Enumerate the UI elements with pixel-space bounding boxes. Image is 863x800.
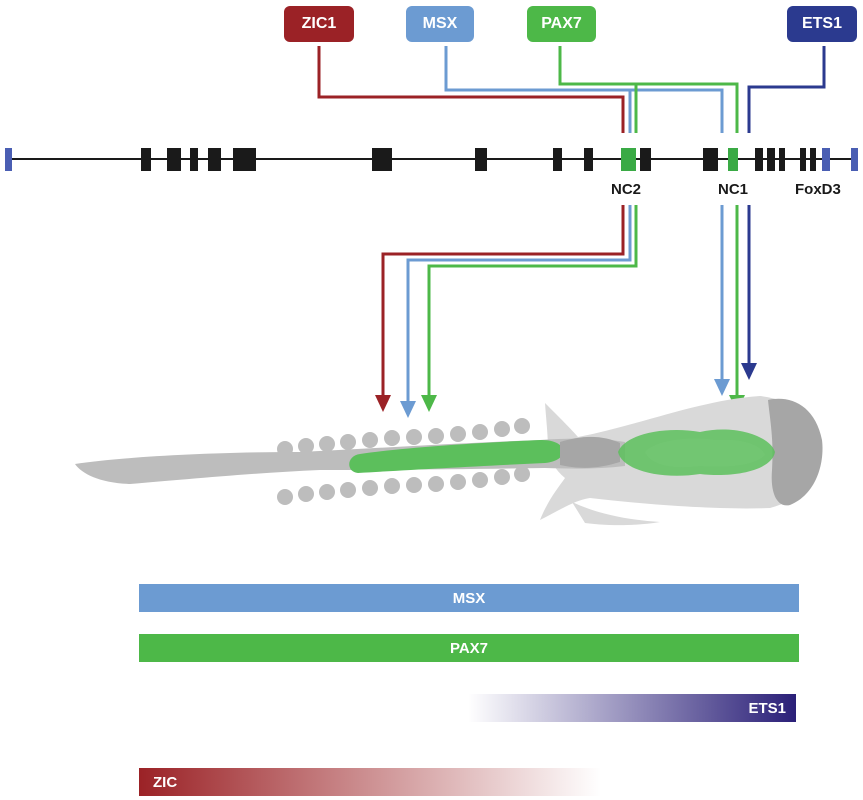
foxd3-locus: [5, 148, 858, 171]
exon: [800, 148, 806, 171]
ets1-band-label: ETS1: [748, 699, 786, 717]
enhancer-nc1-label: NC1: [718, 181, 749, 198]
enhancer-to-embryo-arrows: [381, 205, 751, 404]
enhancer-nc1-block: [728, 148, 738, 171]
msx-arrowhead-nc2: [400, 401, 416, 418]
ets1-expression-band: ETS1: [468, 694, 796, 722]
zic1-arrow-line: [381, 205, 625, 398]
ets1-connector: [747, 46, 826, 133]
ets1-domain-fill: [468, 694, 796, 722]
pax7-arrow-line-nc2: [427, 205, 638, 398]
exon: [553, 148, 562, 171]
exon: [755, 148, 763, 171]
hindbrain-tissue: [560, 436, 620, 468]
ets1-label: ETS1: [801, 15, 842, 32]
somites-lower: [277, 466, 530, 505]
exon: [584, 148, 593, 171]
pax7-expression-band: PAX7: [139, 634, 799, 662]
zic1-label: ZIC1: [301, 15, 337, 32]
pax7-connector-nc2: [558, 46, 638, 133]
msx-regulator-box: MSX: [406, 6, 474, 42]
exon: [190, 148, 198, 171]
msx-connector-nc1: [630, 88, 724, 133]
exon: [233, 148, 256, 171]
ets1-arrowhead: [741, 363, 757, 380]
embryo-forebrain: [768, 398, 823, 506]
pax7-connector-nc1: [636, 82, 739, 133]
neural-crest-trunk: [349, 439, 564, 473]
pax7-band-label: PAX7: [449, 639, 489, 657]
embryo-illustration: [75, 396, 823, 526]
exon: [208, 148, 221, 171]
msx-band-label: MSX: [452, 589, 486, 607]
exon: [475, 148, 487, 171]
regulator-connectors: [317, 46, 826, 133]
exon: [141, 148, 151, 171]
somites-upper: [277, 418, 530, 457]
ets1-regulator-box: ETS1: [787, 6, 857, 42]
pax7-regulator-box: PAX7: [527, 6, 596, 42]
msx-expression-band: MSX: [139, 584, 799, 612]
zic1-arrowhead: [375, 395, 391, 412]
exon: [640, 148, 651, 171]
neural-crest-head-inner: [645, 438, 765, 468]
zic-expression-band: ZIC: [139, 768, 601, 796]
exon: [372, 148, 392, 171]
pax7-arrowhead-nc2: [421, 395, 437, 412]
exon: [767, 148, 775, 171]
exon: [810, 148, 816, 171]
embryo-jaw: [572, 502, 660, 526]
pax7-label: PAX7: [541, 15, 582, 32]
exon: [779, 148, 785, 171]
enhancer-nc2-label: NC2: [611, 181, 642, 198]
msx-arrow-line-nc2: [406, 205, 632, 404]
foxd3-gene-label: FoxD3: [795, 181, 841, 198]
zic-band-label: ZIC: [153, 773, 178, 791]
msx-arrowhead-nc1: [714, 379, 730, 396]
msx-connector-nc2: [444, 46, 632, 133]
exon: [167, 148, 181, 171]
exon-blocks: [141, 148, 816, 171]
locus-end-left: [5, 148, 12, 171]
zic-domain-fill: [139, 768, 601, 796]
msx-label: MSX: [422, 15, 458, 32]
zic1-connector: [317, 46, 625, 133]
exon: [703, 148, 718, 171]
locus-end-right: [851, 148, 858, 171]
enhancer-nc2-block: [621, 148, 636, 171]
zic1-regulator-box: ZIC1: [284, 6, 354, 42]
locus-end-mid: [822, 148, 830, 171]
